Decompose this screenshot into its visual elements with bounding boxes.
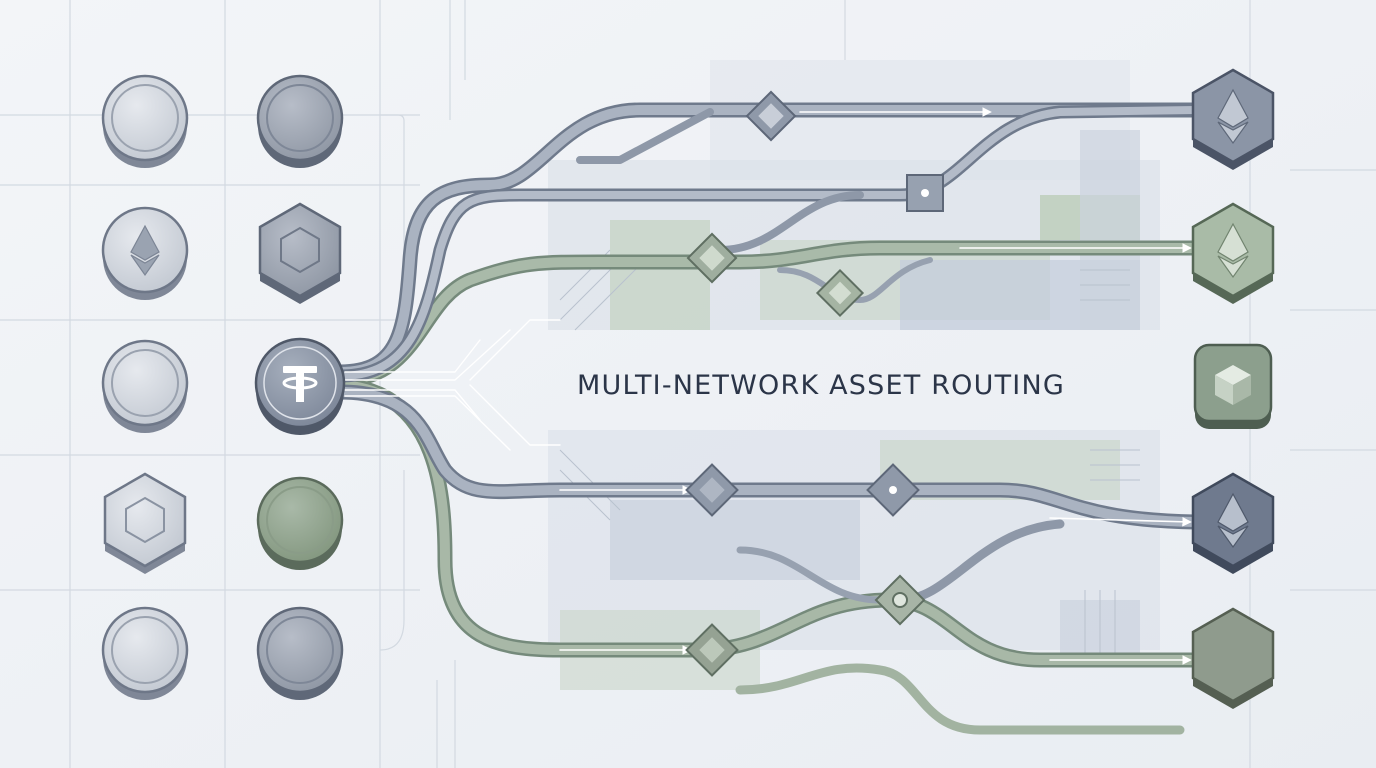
source-tokens (101, 74, 346, 700)
tether-icon (282, 366, 318, 402)
cube-icon (1215, 365, 1251, 405)
route-green-lower (332, 377, 1203, 735)
source-token[interactable] (103, 472, 187, 574)
fan-lines (344, 319, 561, 451)
ethereum-icon (1217, 88, 1249, 145)
router-node-6 (866, 463, 920, 517)
source-token[interactable] (256, 606, 344, 700)
router-node-1 (745, 90, 797, 142)
destination-networks (1191, 68, 1275, 709)
route-gray-lower (332, 384, 1203, 605)
hexagon-icon (280, 226, 320, 274)
destination-network[interactable] (1191, 607, 1275, 709)
router-node-5 (685, 463, 739, 517)
hexagon-icon (125, 496, 165, 544)
router-node-4 (815, 268, 865, 318)
source-token[interactable] (258, 202, 342, 304)
routing-pipes (332, 102, 1203, 735)
source-token[interactable] (101, 606, 189, 700)
source-token[interactable] (101, 339, 189, 433)
router-node-3 (686, 232, 738, 284)
source-token[interactable] (101, 206, 189, 300)
source-token-tether[interactable] (254, 337, 346, 435)
destination-network[interactable] (1191, 472, 1275, 574)
destination-network[interactable] (1191, 202, 1275, 304)
background-panels (548, 60, 1160, 690)
route-gray-top (332, 102, 1203, 380)
diagram-title: MULTI-NETWORK ASSET ROUTING (577, 370, 1065, 401)
ethereum-icon (130, 224, 160, 277)
router-node-8 (685, 623, 739, 677)
destination-network[interactable] (1193, 343, 1273, 429)
ethereum-icon (1217, 492, 1249, 549)
source-token[interactable] (256, 476, 344, 570)
source-token[interactable] (101, 74, 189, 168)
router-node-7 (874, 574, 926, 626)
route-gray-mid-upper (333, 103, 1202, 383)
router-node-2 (906, 174, 944, 212)
ethereum-icon (1217, 222, 1249, 279)
source-token[interactable] (256, 74, 344, 168)
destination-network[interactable] (1191, 68, 1275, 170)
router-nodes (685, 90, 944, 677)
